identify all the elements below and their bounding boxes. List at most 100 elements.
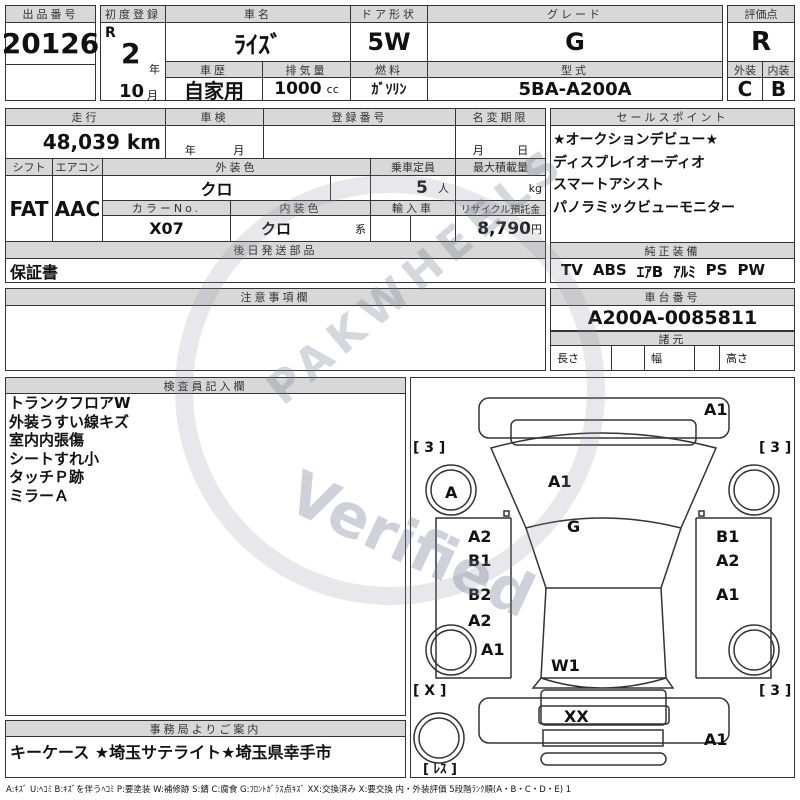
height: 高さ xyxy=(726,352,748,365)
import-b xyxy=(411,216,456,242)
length: 長さ xyxy=(551,346,612,370)
office-message: キーケース ★埼玉サテライト★埼玉県幸手市 xyxy=(10,743,332,762)
sales-points-box: セールスポイント ★オークションデビュー★ ディスプレイオーディオ スマートアシ… xyxy=(550,108,795,283)
shift: FAT xyxy=(6,176,53,242)
sales-point: ★オークションデビュー★ xyxy=(553,132,719,148)
inspector-box: 検査員記入欄 トランクフロアW 外装うすい線キズ 室内内張傷 シートすれ小 タッ… xyxy=(5,377,406,716)
import-a xyxy=(371,216,411,242)
inspection-month: 月 xyxy=(233,144,245,157)
reg-month: 10 xyxy=(119,81,145,102)
int-color: クロ xyxy=(261,220,292,238)
int-score-label: 内装 xyxy=(763,62,794,78)
displacement: 1000 xyxy=(274,79,322,99)
car-name-label: 車名 xyxy=(166,6,351,23)
inspector-line: タッチＰ跡 xyxy=(9,468,85,486)
overall-score: R xyxy=(728,23,794,62)
max-load-label: 最大積載量 xyxy=(456,159,545,176)
mileage: 48,039 km xyxy=(6,126,166,159)
capacity: 5 xyxy=(415,178,428,198)
damage-mark: A2 xyxy=(468,611,492,630)
inspector-line: トランクフロアW xyxy=(9,394,131,412)
later-parts-label: 後日発送部品 xyxy=(6,242,545,259)
fuel: ｶﾞｿﾘﾝ xyxy=(351,78,428,100)
vehicle-info-box: 初度登録 車名 ドア形状 グレード R 2 年 10 月 ﾗｲｽﾞ 5W G 車… xyxy=(100,5,723,103)
equipment-item: PW xyxy=(737,261,765,279)
sales-point: ディスプレイオーディオ xyxy=(553,154,706,171)
inspector-line: 外装うすい線キズ xyxy=(9,412,130,431)
inspector-line: 室内内張傷 xyxy=(9,431,85,449)
damage-mark: A1 xyxy=(704,400,728,419)
damage-mark: [ 3 ] xyxy=(759,683,792,699)
history: 自家用 xyxy=(166,78,263,103)
name-change-label: 名変期限 xyxy=(456,109,545,126)
reg-no-label: 登録番号 xyxy=(264,109,456,126)
lot-number: 20126 xyxy=(2,23,99,65)
legend: A:ｷｽﾞ U:ﾍｺﾐ B:ｷｽﾞを伴うﾍｺﾐ P:要塗装 W:補修跡 S:錆 … xyxy=(6,785,572,795)
damage-mark: W1 xyxy=(551,656,580,675)
grade-label: グレード xyxy=(428,6,722,23)
name-change-day: 日 xyxy=(517,144,529,157)
sales-point: スマートアシスト xyxy=(553,177,665,193)
cc-unit: cc xyxy=(326,82,339,96)
ext-color-label: 外装色 xyxy=(103,159,371,176)
damage-mark: XX xyxy=(564,707,589,726)
color-no: X07 xyxy=(103,216,231,242)
inspector-label: 検査員記入欄 xyxy=(6,378,405,394)
shift-label: シフト xyxy=(6,159,53,176)
score-label: 評価点 xyxy=(728,6,794,23)
damage-mark: [ ﾚｽ ] xyxy=(423,762,457,777)
recycle-fee: 8,790 xyxy=(477,218,531,239)
chassis-number: A200A-0085811 xyxy=(551,306,794,331)
details-box: 走行 車検 登録番号 名変期限 48,039 km 年 月 月 日 シフト エアコン… xyxy=(5,108,546,283)
damage-mark: G xyxy=(567,517,581,536)
notes-label: 注意事項欄 xyxy=(6,289,545,306)
inspector-notes: トランクフロアW 外装うすい線キズ 室内内張傷 シートすれ小 タッチＰ跡 ミラー… xyxy=(9,394,131,505)
damage-mark: B1 xyxy=(468,551,492,570)
int-color-unit: 系 xyxy=(355,222,366,236)
door-label: ドア形状 xyxy=(351,6,428,23)
sales-points-list: ★オークションデビュー★ ディスプレイオーディオ スマートアシスト パノラミック… xyxy=(553,129,735,219)
era: R xyxy=(105,25,116,41)
inspection-label: 車検 xyxy=(166,109,264,126)
first-reg-value: R 2 年 10 月 xyxy=(101,23,166,102)
max-load-unit: kg xyxy=(456,176,545,201)
damage-mark: B1 xyxy=(716,527,740,546)
damage-mark: A1 xyxy=(716,585,740,604)
notes-box: 注意事項欄 xyxy=(5,288,546,371)
ext-color-extra xyxy=(331,176,371,201)
recycle-label: リサイクル預託金 xyxy=(456,201,545,216)
sales-points-label: セールスポイント xyxy=(551,109,794,126)
capacity-unit: 人 xyxy=(438,182,449,195)
equipment-item: TV xyxy=(561,261,583,279)
first-reg-label: 初度登録 xyxy=(101,6,166,23)
damage-mark: [ X ] xyxy=(413,683,447,699)
displacement-label: 排気量 xyxy=(263,62,351,78)
spec-label: 諸元 xyxy=(551,331,794,346)
length-value xyxy=(612,346,645,370)
model-label: 型式 xyxy=(428,62,722,78)
damage-mark: A1 xyxy=(481,640,505,659)
grade: G xyxy=(428,23,722,62)
ext-score-label: 外装 xyxy=(728,62,763,78)
equipment-item: ｴｱB xyxy=(636,263,664,281)
width-value xyxy=(695,346,720,370)
score-box: 評価点 R 外装 内装 C B xyxy=(727,5,795,101)
int-score: B xyxy=(770,77,787,101)
damage-mark: [ 3 ] xyxy=(759,440,792,456)
ac-label: エアコン xyxy=(53,159,103,176)
car-diagram: A1 [ 3 ] [ 3 ] A A1 G A2 B1 B1 A2 B2 A2 … xyxy=(410,377,795,778)
office-box: 事務局よりご案内 キーケース ★埼玉サテライト★埼玉県幸手市 xyxy=(5,720,406,778)
air-con: AAC xyxy=(53,176,103,242)
name-change-month: 月 xyxy=(472,144,484,157)
mileage-label: 走行 xyxy=(6,109,166,126)
damage-mark: A xyxy=(445,483,458,502)
int-color-label: 内装色 xyxy=(231,201,371,216)
equipment-label: 純正装備 xyxy=(551,242,794,259)
sales-point: パノラミックビューモニター xyxy=(553,199,735,216)
office-label: 事務局よりご案内 xyxy=(6,721,405,737)
inspection-year: 年 xyxy=(184,144,196,157)
chassis-box: 車台番号 A200A-0085811 諸元 長さ 幅 高さ xyxy=(550,288,795,371)
width: 幅 xyxy=(645,346,695,370)
model-code: 5BA-A200A xyxy=(518,78,632,100)
damage-mark: A1 xyxy=(704,730,728,749)
